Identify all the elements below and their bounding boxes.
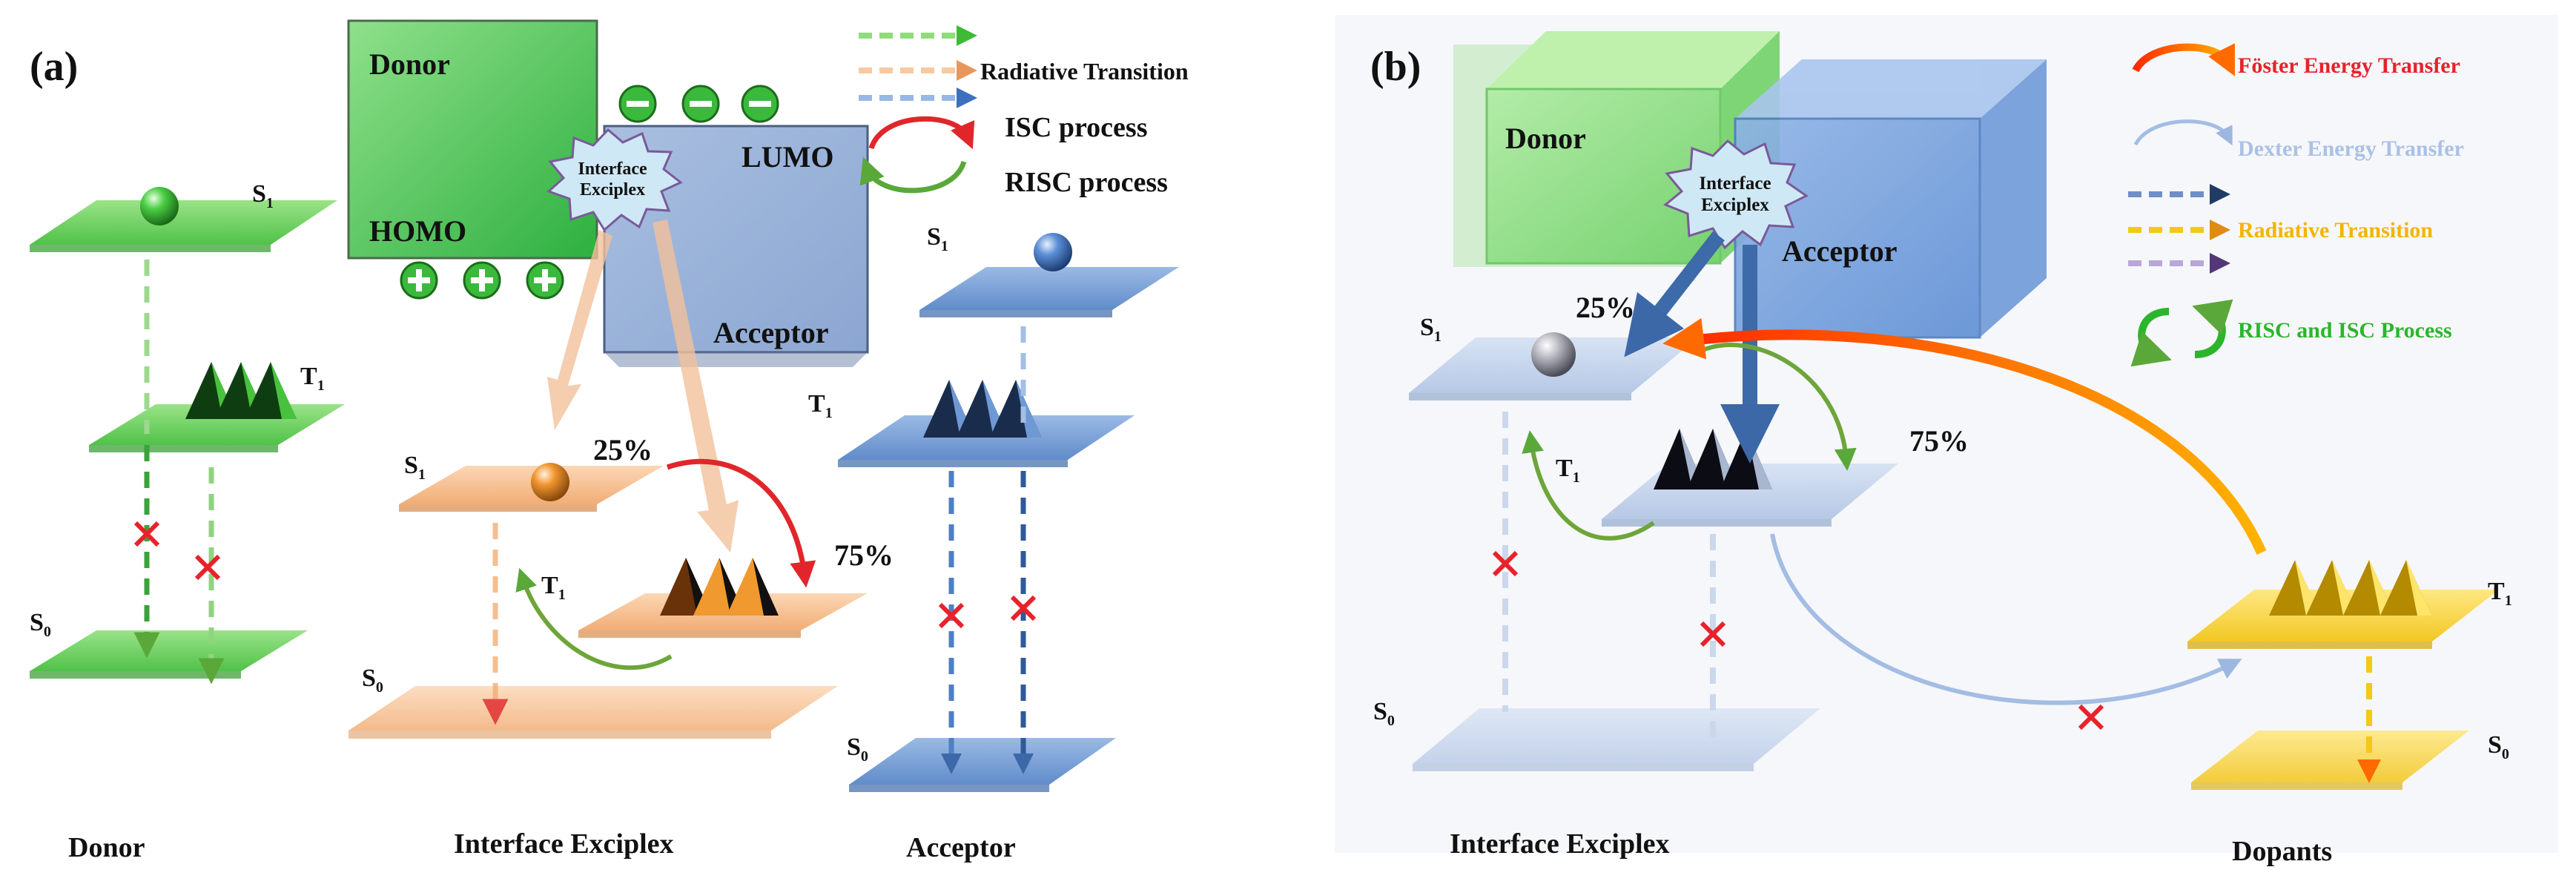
donor-s1-electron [140,187,179,225]
exciplex-pct25-b: 25% [1576,291,1635,324]
isc-arrow-a [666,458,816,588]
exciplex-s1-electron [531,463,569,501]
exciplex-pct75-b: 75% [1909,424,1969,458]
caption-interface-exciplex-a: Interface Exciplex [454,828,674,860]
dopant-triplet-cones [2269,560,2432,616]
acceptor-lumo-label: LUMO [742,140,833,174]
legend-b-dexter: Dexter Energy Transfer [2238,136,2464,161]
exciplex-b-cross-1 [1492,550,1519,577]
caption-acceptor-a: Acceptor [906,832,1016,863]
lumo-negative-charges [618,85,779,123]
dopant-t1-label: T1 [2488,578,2512,609]
legend-a-radiative: Radiative Transition [980,58,1189,85]
exciplex-s0-label: S0 [362,665,383,696]
dopant-s0-plate [2191,731,2469,790]
exciplex-pct75-a: 75% [834,538,894,572]
acceptor-cross-2 [1010,595,1037,621]
dexter-cross [2078,704,2104,731]
exciplex-label-b-1: Interface [1699,174,1771,194]
acceptor-s1-electron [1034,233,1072,271]
legend-b [2128,43,2235,367]
donor-s1-plate [30,200,337,252]
donor-box-label: Donor [369,47,450,81]
exciplex-triplet-cones [660,558,779,616]
acceptor-s1-label: S1 [927,223,948,254]
legend-a [859,25,977,194]
homo-positive-charges [400,261,564,300]
acceptor-t1-label: T1 [808,390,833,421]
caption-donor: Donor [68,832,145,863]
exciplex-pct25-a: 25% [593,433,653,466]
exciplex-starburst-a [546,128,683,232]
exciplex-b-s1-electron [1531,332,1576,377]
acceptor-cross-1 [938,602,965,629]
foster-transfer-arrow [1662,317,2267,555]
acceptor-box-label: Acceptor [713,316,828,349]
donor-cross-1 [133,521,160,547]
caption-dopants: Dopants [2232,836,2332,867]
exciplex-b-s0-label: S0 [1373,698,1395,729]
exciplex-to-t1-arrow [653,220,739,553]
risc-arrow-b [1522,430,1655,541]
caption-interface-exciplex-b: Interface Exciplex [1450,828,1670,860]
acceptor-cube-label: Acceptor [1782,234,1897,268]
exciplex-label-a-1: Interface [578,159,647,179]
legend-b-radiative: Radiative Transition [2238,218,2433,243]
exciplex-s1-plate [399,466,664,512]
panel-b-label: (b) [1370,44,1421,90]
acceptor-s1-plate [919,267,1179,317]
donor-cross-2 [194,554,221,581]
exciplex-s1-label: S1 [404,452,426,483]
legend-a-isc: ISC process [1005,112,1148,143]
donor-s0-plate [30,630,308,679]
exciplex-starburst-b [1663,139,1809,250]
donor-t1-label: T1 [300,363,325,394]
acceptor-s0-label: S0 [847,733,868,765]
exciplex-b-cross-2 [1700,621,1726,647]
panel-a-label: (a) [30,44,78,90]
exciplex-b-s0-plate [1413,708,1820,771]
panel-a: (a) S1 T1 S0 Donor [30,19,1189,863]
isc-arrow-b [1697,343,1857,471]
exciplex-to-s1-arrow [547,230,612,430]
exciplex-s0-plate [349,686,838,739]
dopant-s0-label: S0 [2488,731,2509,762]
exciplex-t1-label: T1 [541,572,566,603]
exciplex-label-b-2: Exciplex [1701,195,1769,215]
donor-cube-label: Donor [1505,122,1586,155]
exciplex-b-to-s1-arrow [1624,231,1725,357]
risc-arrow-a [515,567,673,670]
acceptor-cube [1734,59,2047,339]
acceptor-triplet-cones [923,380,1042,438]
donor-triplet-cones [185,362,297,419]
legend-a-risc: RISC process [1005,167,1168,198]
dexter-transfer-arrow [1770,533,2242,705]
donor-box [347,19,598,260]
donor-homo-label: HOMO [369,214,466,248]
panel-b: (b) Donor Acceptor Interface Exciplex S1 [1335,15,2558,867]
exciplex-b-s1-label: S1 [1420,314,1441,345]
donor-s0-label: S0 [30,609,51,640]
legend-b-risc-isc: RISC and ISC Process [2238,318,2452,343]
donor-s1-label: S1 [252,180,274,211]
legend-b-foster: Föster Energy Transfer [2238,53,2460,78]
exciplex-b-t1-label: T1 [1556,455,1580,486]
acceptor-s0-plate [849,738,1116,792]
exciplex-label-a-2: Exciplex [580,180,645,200]
